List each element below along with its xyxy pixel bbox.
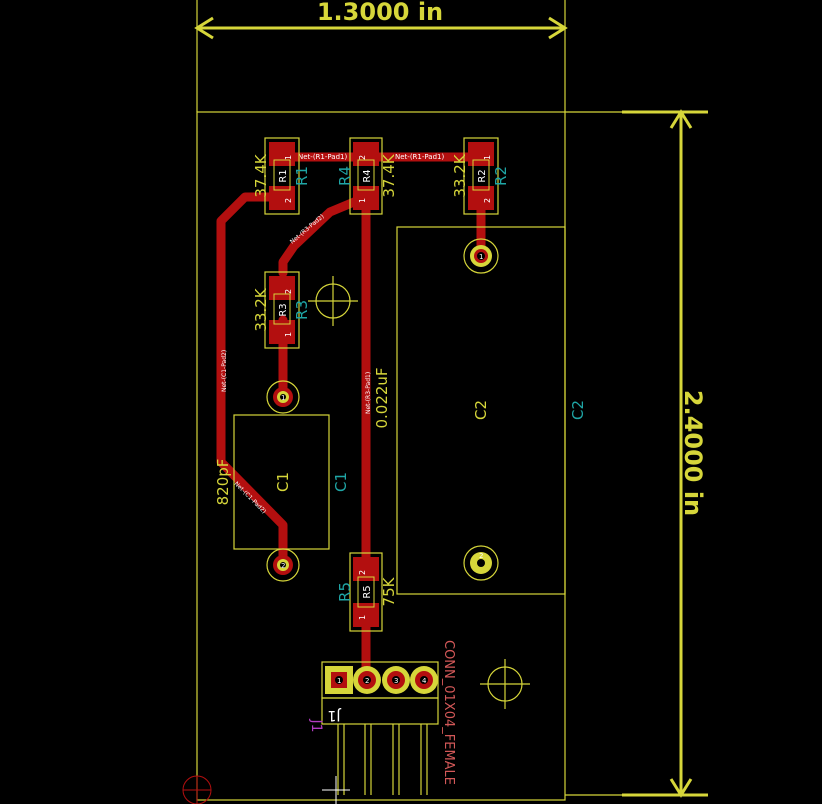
net-label-r3-pad2: Net-(R3-Pad2) — [289, 213, 326, 245]
c1-reference: C1 — [332, 472, 350, 492]
c1-pad-2[interactable] — [266, 548, 300, 582]
resistor-r1[interactable]: R1 1 2 37.4K R1 — [252, 137, 311, 215]
r3-pad2-number: 2 — [284, 289, 293, 294]
board-edge-outline — [196, 111, 566, 801]
copper-traces[interactable] — [216, 152, 486, 685]
c2-value: 0.022uF — [373, 367, 391, 428]
r1-reference: R1 — [293, 166, 311, 186]
cursor-crosshair — [322, 776, 350, 804]
net-label-r3-pad1: Net-(R3-Pad1) — [365, 372, 372, 414]
r5-body-label: R5 — [362, 585, 373, 598]
r1-value: 37.4K — [252, 153, 270, 197]
c1-pad-1[interactable] — [266, 380, 300, 414]
c1-body-label: C1 — [274, 472, 292, 492]
j1-pin-4-number: 4 — [422, 677, 427, 685]
r4-body-label: R4 — [362, 169, 373, 182]
j1-value: CONN_01X04_FEMALE — [441, 640, 456, 785]
origin-marker — [182, 775, 212, 804]
resistor-r3[interactable]: R3 1 2 33.2K R3 — [252, 271, 311, 349]
resistor-r4[interactable]: R4 1 2 R4 37.4K — [336, 137, 398, 215]
j1-reference: J1 — [308, 718, 324, 732]
r4-reference: R4 — [336, 166, 354, 186]
c2-pad-1[interactable] — [463, 238, 499, 274]
c2-pad-2[interactable] — [463, 545, 499, 581]
capacitor-c1[interactable]: 1 2 C1 C1 820pF — [214, 380, 350, 582]
j1-fab-reference: J1 — [327, 707, 341, 723]
c2-pad1-number: 1 — [479, 253, 483, 261]
c2-reference: C2 — [569, 400, 587, 420]
c1-pad1-number: 1 — [281, 394, 285, 402]
r1-pad1-number: 1 — [284, 155, 293, 160]
net-label-r1-pad1-b: Net-(R1-Pad1) — [395, 153, 444, 161]
r3-pad1-number: 1 — [284, 332, 293, 337]
r4-value: 37.4K — [380, 153, 398, 197]
width-dimension-label: 1.3000 in — [317, 0, 443, 26]
r2-body-label: R2 — [477, 169, 488, 182]
r4-pad1-number: 1 — [358, 198, 367, 203]
r4-pad2-number: 2 — [358, 155, 367, 160]
r2-pad1-number: 1 — [483, 155, 492, 160]
net-label-r1-pad1: Net-(R1-Pad1) — [298, 153, 347, 161]
c1-value: 820pF — [214, 459, 232, 506]
r3-body-label: R3 — [278, 303, 289, 316]
j1-pin-2-number: 2 — [365, 677, 369, 685]
net-label-c1-pad2: Net-(C1-Pad2) — [221, 350, 228, 392]
j1-pin-4[interactable]: 4 — [410, 666, 438, 694]
j1-pin-1[interactable]: 1 — [325, 666, 353, 694]
r5-pad2-number: 2 — [358, 570, 367, 575]
r3-value: 33.2K — [252, 287, 270, 331]
resistor-r2[interactable]: R2 1 2 33.2K R2 — [451, 137, 510, 215]
r2-reference: R2 — [492, 166, 510, 186]
mounting-hole-bottom[interactable] — [480, 659, 530, 709]
resistor-r5[interactable]: R5 1 2 R5 75K — [336, 552, 398, 632]
r1-body-label: R1 — [278, 169, 289, 182]
width-dimension[interactable]: 1.3000 in — [194, 0, 568, 112]
capacitor-c2[interactable]: 1 2 C2 C2 0.022uF — [373, 226, 587, 595]
j1-pin-3-number: 3 — [394, 677, 398, 685]
j1-pin-2[interactable]: 2 — [353, 666, 381, 694]
height-dimension-label: 2.4000 in — [679, 390, 707, 516]
r5-value: 75K — [380, 576, 398, 606]
r2-value: 33.2K — [451, 153, 469, 197]
r2-pad2-number: 2 — [483, 198, 492, 203]
r3-reference: R3 — [293, 300, 311, 320]
c2-body-label: C2 — [472, 400, 490, 420]
height-dimension[interactable]: 2.4000 in — [565, 109, 708, 798]
r5-pad1-number: 1 — [358, 615, 367, 620]
r1-pad2-number: 2 — [284, 198, 293, 203]
j1-pin-3[interactable]: 3 — [382, 666, 410, 694]
j1-pin-1-number: 1 — [337, 677, 341, 685]
r5-reference: R5 — [336, 582, 354, 602]
c2-pad2-number: 2 — [479, 552, 483, 560]
mounting-hole-top[interactable] — [308, 276, 358, 326]
c1-pad2-number: 2 — [281, 562, 285, 570]
connector-j1[interactable]: 1 2 3 4 J1 J1 CONN_01X04_FEMALE — [308, 640, 456, 795]
